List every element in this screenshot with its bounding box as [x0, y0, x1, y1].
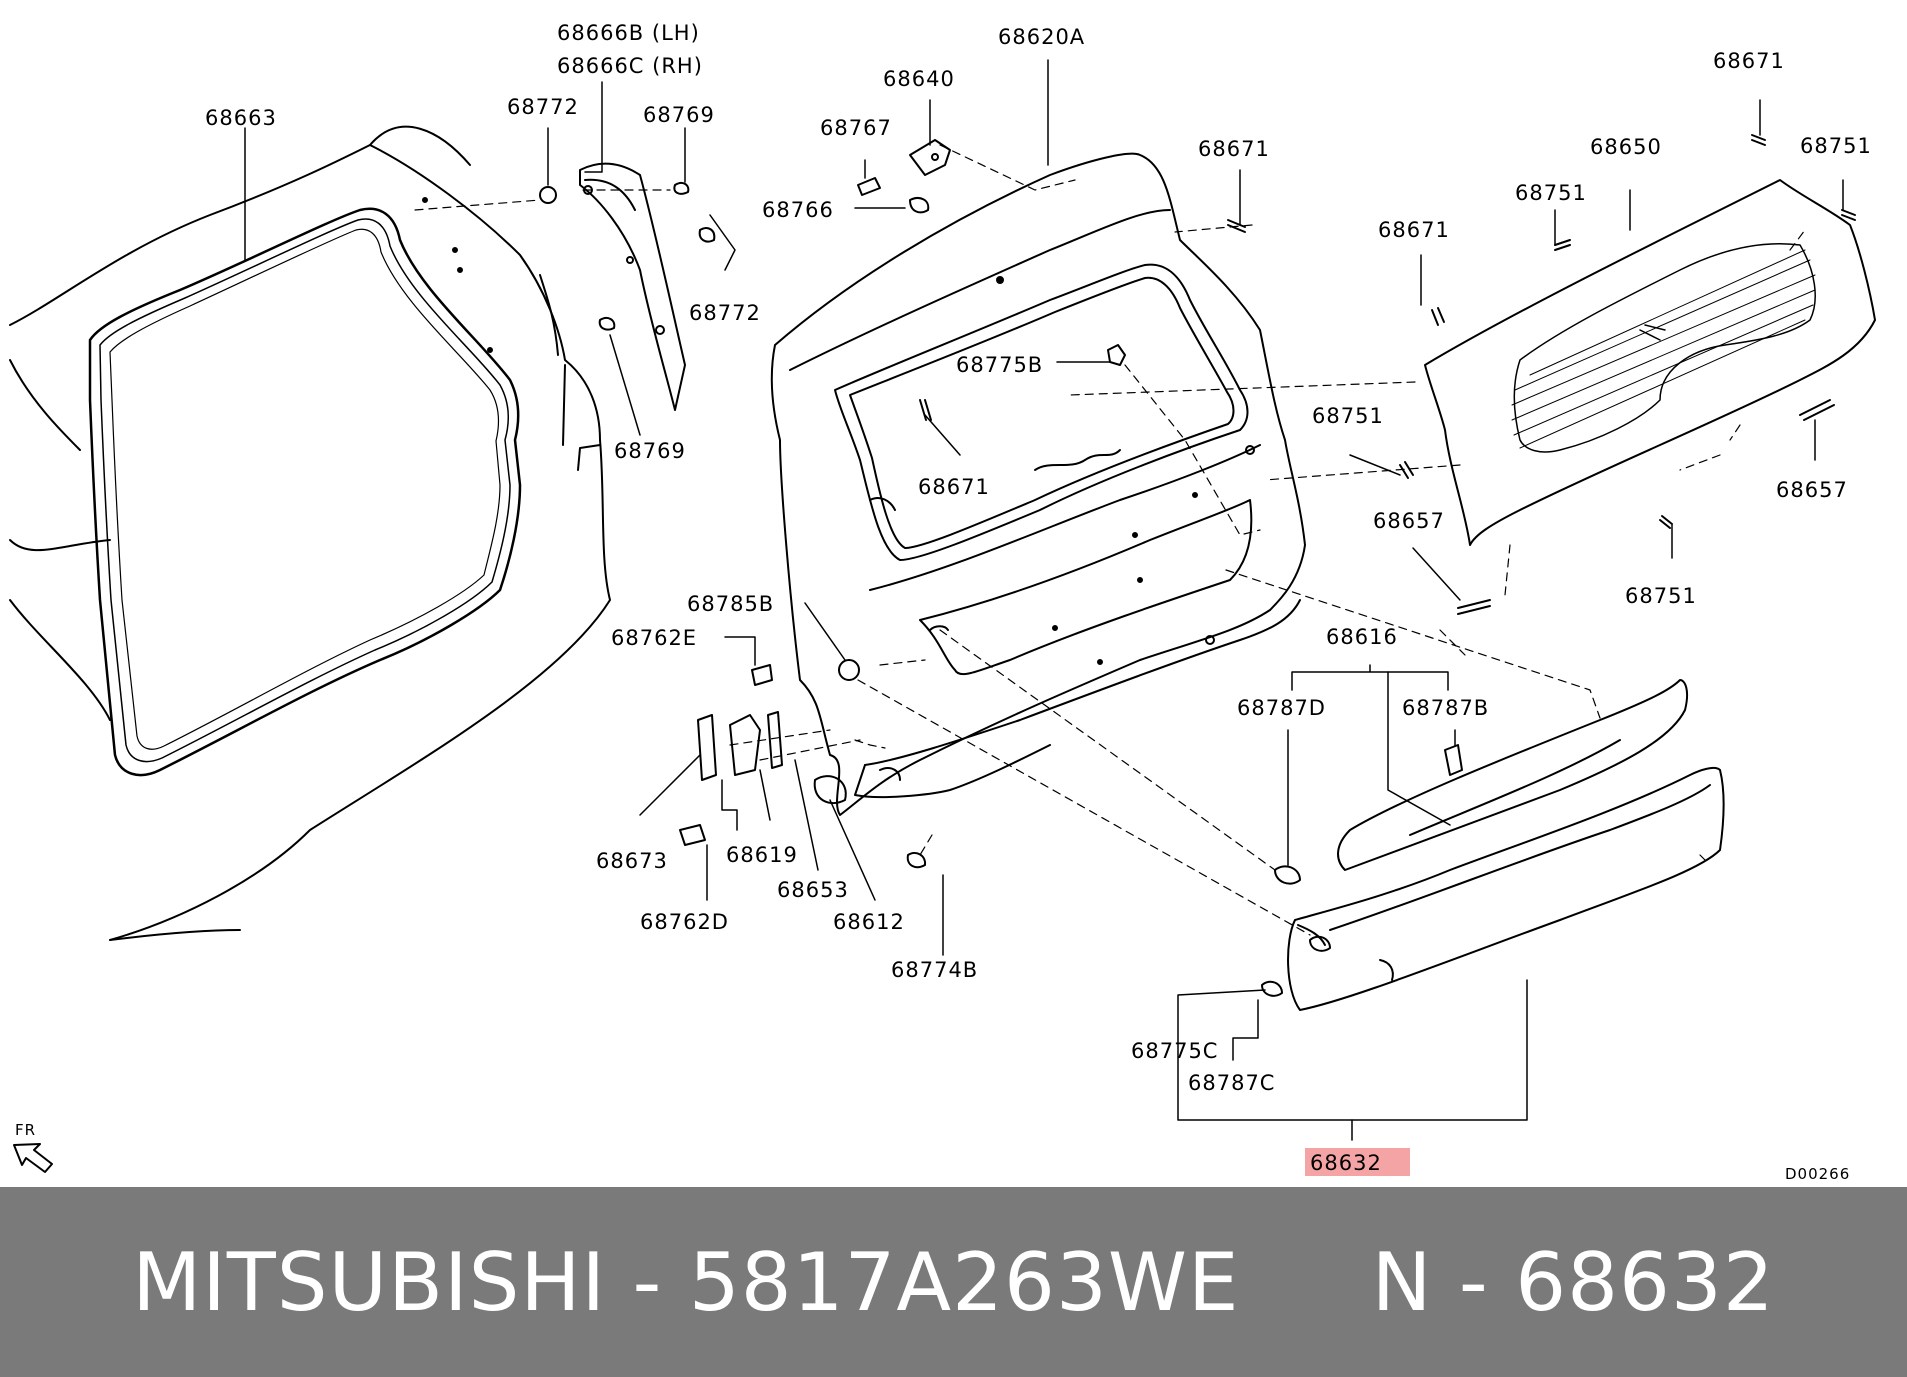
- label-68663: 68663: [205, 106, 277, 130]
- label-68787c: 68787C: [1188, 1071, 1275, 1095]
- label-68632: 68632: [1310, 1151, 1382, 1175]
- label-68619: 68619: [726, 843, 798, 867]
- garnish-parts: [1287, 679, 1725, 1011]
- label-68671-glass-top: 68671: [1713, 49, 1785, 73]
- label-68671-upper: 68671: [1198, 137, 1270, 161]
- label-68620a: 68620A: [998, 25, 1085, 49]
- label-68666b: 68666B (LH): [557, 21, 700, 45]
- label-code: D00266: [1785, 1165, 1850, 1183]
- label-68767: 68767: [820, 116, 892, 140]
- label-68762d: 68762D: [640, 910, 729, 934]
- hardware: [13, 134, 1856, 1173]
- label-68785b: 68785B: [687, 592, 774, 616]
- highlight-box: [1305, 1148, 1410, 1176]
- body-frame: [9, 125, 611, 941]
- label-68766: 68766: [762, 198, 834, 222]
- parts-diagram: 68663 68666B (LH) 68666C (RH) 68772 6876…: [9, 21, 1876, 1183]
- footer-text: MITSUBISHI - 5817A263WE N - 68632: [132, 1235, 1775, 1329]
- dashed-lines: [414, 144, 1806, 936]
- label-68751-right: 68751: [1800, 134, 1872, 158]
- pillar-trim: [579, 162, 686, 411]
- tailgate-panel: [770, 152, 1306, 816]
- label-68640: 68640: [883, 67, 955, 91]
- label-68612: 68612: [833, 910, 905, 934]
- label-68769-lower: 68769: [614, 439, 686, 463]
- label-68657-right: 68657: [1776, 478, 1848, 502]
- rear-glass: [1424, 179, 1876, 546]
- label-68751-bottom: 68751: [1625, 584, 1697, 608]
- label-68657-left: 68657: [1373, 509, 1445, 533]
- footer-banner: MITSUBISHI - 5817A263WE N - 68632: [0, 1187, 1907, 1377]
- label-68671-glass-left: 68671: [1378, 218, 1450, 242]
- label-68762e: 68762E: [611, 626, 697, 650]
- label-68671-window: 68671: [918, 475, 990, 499]
- label-68769-top: 68769: [643, 103, 715, 127]
- label-68787b: 68787B: [1402, 696, 1489, 720]
- label-68772-lower: 68772: [689, 301, 761, 325]
- label-68653: 68653: [777, 878, 849, 902]
- part-labels: 68663 68666B (LH) 68666C (RH) 68772 6876…: [15, 21, 1872, 1183]
- label-68673: 68673: [596, 849, 668, 873]
- label-68650: 68650: [1590, 135, 1662, 159]
- label-68774b: 68774B: [891, 958, 978, 982]
- label-68775c: 68775C: [1131, 1039, 1218, 1063]
- label-68751-left: 68751: [1312, 404, 1384, 428]
- label-68775b: 68775B: [956, 353, 1043, 377]
- label-68772-top: 68772: [507, 95, 579, 119]
- leader-lines: [244, 59, 1844, 1141]
- label-68787d: 68787D: [1237, 696, 1326, 720]
- label-68616: 68616: [1326, 625, 1398, 649]
- label-68666c: 68666C (RH): [557, 54, 703, 78]
- label-68751-top: 68751: [1515, 181, 1587, 205]
- label-fr: FR: [15, 1121, 36, 1139]
- diagram-canvas: 68663 68666B (LH) 68666C (RH) 68772 6876…: [9, 21, 1876, 1183]
